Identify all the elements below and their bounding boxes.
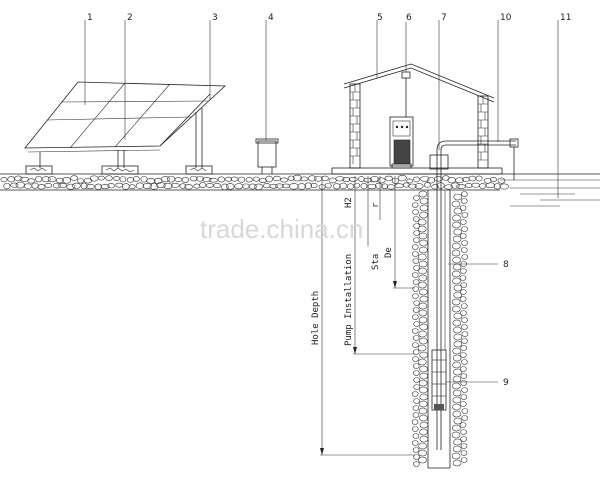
h2-label: H2 bbox=[344, 197, 354, 208]
static-water-level-label: Sta bbox=[371, 254, 381, 270]
wellhead-pipe bbox=[429, 138, 519, 450]
pump-house bbox=[331, 63, 503, 175]
water-tank-area bbox=[500, 179, 600, 207]
callout-10: 10 bbox=[500, 13, 512, 23]
static-water-level-suffix: r bbox=[371, 202, 381, 208]
depth-dimensions bbox=[320, 176, 415, 456]
pump-installation-label: Pump Installation bbox=[344, 254, 354, 346]
callout-2: 2 bbox=[127, 13, 133, 23]
borehole bbox=[411, 190, 469, 469]
callout-1: 1 bbox=[87, 13, 93, 23]
solar-panel-array bbox=[24, 81, 226, 175]
callout-9: 9 bbox=[503, 378, 509, 388]
callout-11: 11 bbox=[560, 13, 571, 23]
controller-box bbox=[255, 138, 279, 174]
watermark: trade.china.cn bbox=[200, 214, 363, 244]
callout-5: 5 bbox=[377, 13, 383, 23]
ground-surface bbox=[0, 173, 600, 191]
callout-4: 4 bbox=[268, 13, 274, 23]
dynamic-depth-label: De bbox=[384, 247, 394, 258]
callout-7: 7 bbox=[441, 13, 447, 23]
callout-8: 8 bbox=[503, 260, 509, 270]
callout-3: 3 bbox=[212, 13, 218, 23]
callout-6: 6 bbox=[406, 13, 412, 23]
hole-depth-label: Hole Depth bbox=[311, 291, 321, 345]
callout-leaders bbox=[84, 20, 559, 383]
